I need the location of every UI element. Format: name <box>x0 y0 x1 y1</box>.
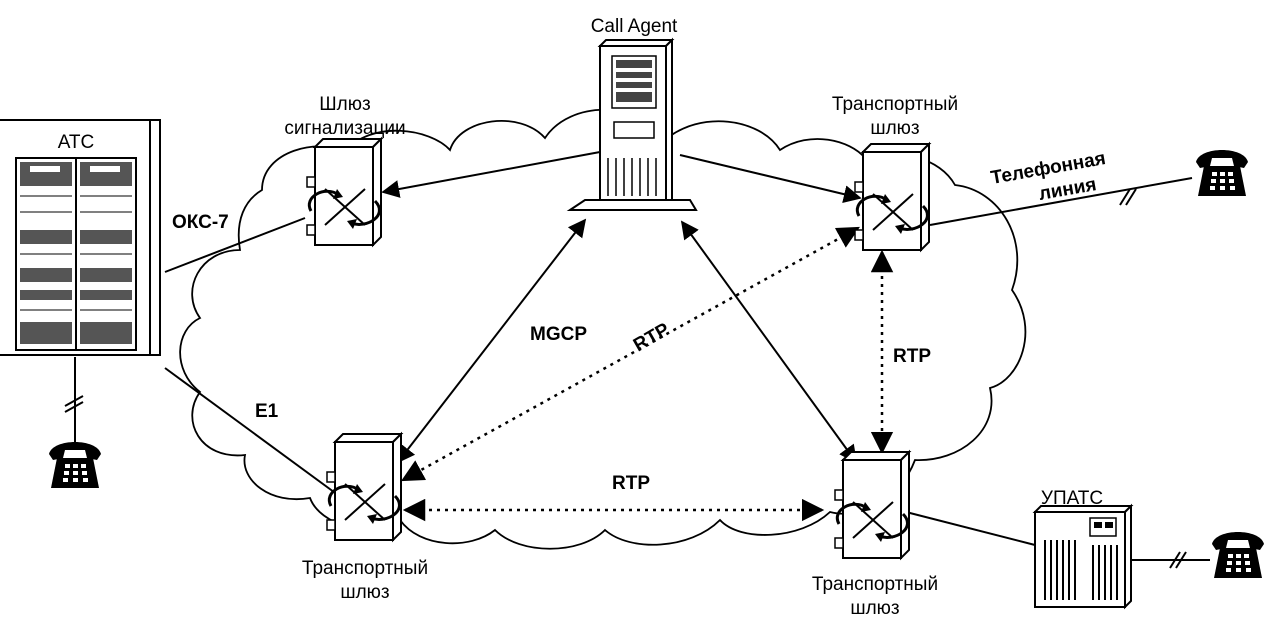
call-agent-label: Call Agent <box>591 16 678 37</box>
gateway-top-right-label-line1: Транспортный <box>832 94 958 115</box>
gateway-top-right-icon <box>853 142 931 252</box>
gateway-to-upats-link <box>905 511 1036 546</box>
gateway-bottom-right-icon <box>833 450 911 560</box>
rtp-vertical-label: RTP <box>893 346 931 367</box>
oks7-link <box>164 217 306 273</box>
ats-cabinet-icon <box>0 119 161 356</box>
mgcp-label: MGCP <box>530 324 587 345</box>
upats-label: УПАТС <box>1041 488 1103 509</box>
network-cloud <box>179 108 1027 550</box>
e1-label: E1 <box>255 401 279 422</box>
phone-line-link <box>929 177 1193 226</box>
rtp-diagonal-label: RTP <box>630 319 674 356</box>
call-agent-server-icon <box>566 37 698 211</box>
signaling-gateway-label-line1: Шлюз <box>319 94 370 115</box>
rtp-horizontal-label: RTP <box>612 473 650 494</box>
call-agent-to-gateway-bottom-right-link <box>680 220 858 464</box>
call-agent-to-signaling-link <box>381 151 601 198</box>
gateway-bottom-right-label-line1: Транспортный <box>812 574 938 595</box>
telephone-icon <box>49 442 101 488</box>
e1-link <box>164 367 339 496</box>
gateway-bottom-left-icon <box>325 432 403 542</box>
rtp-diagonal-link <box>401 226 860 482</box>
oks7-label: ОКС-7 <box>172 212 229 233</box>
telephone-icon <box>1196 150 1248 196</box>
gateway-bottom-right-label-line2: шлюз <box>850 598 899 619</box>
gateway-top-right-label-line2: шлюз <box>870 118 919 139</box>
signaling-gateway-icon <box>305 137 383 247</box>
telephone-icon <box>1212 532 1264 578</box>
call-agent-to-gateway-top-right-link <box>679 154 862 203</box>
gateway-bottom-left-label-line2: шлюз <box>340 582 389 603</box>
signaling-gateway-label-line2: сигнализации <box>284 118 405 139</box>
ats-label: АТС <box>58 132 95 153</box>
line-break-mark-icon <box>64 188 1187 569</box>
upats-pbx-icon <box>1032 503 1134 610</box>
gateway-bottom-left-label-line1: Транспортный <box>302 558 428 579</box>
